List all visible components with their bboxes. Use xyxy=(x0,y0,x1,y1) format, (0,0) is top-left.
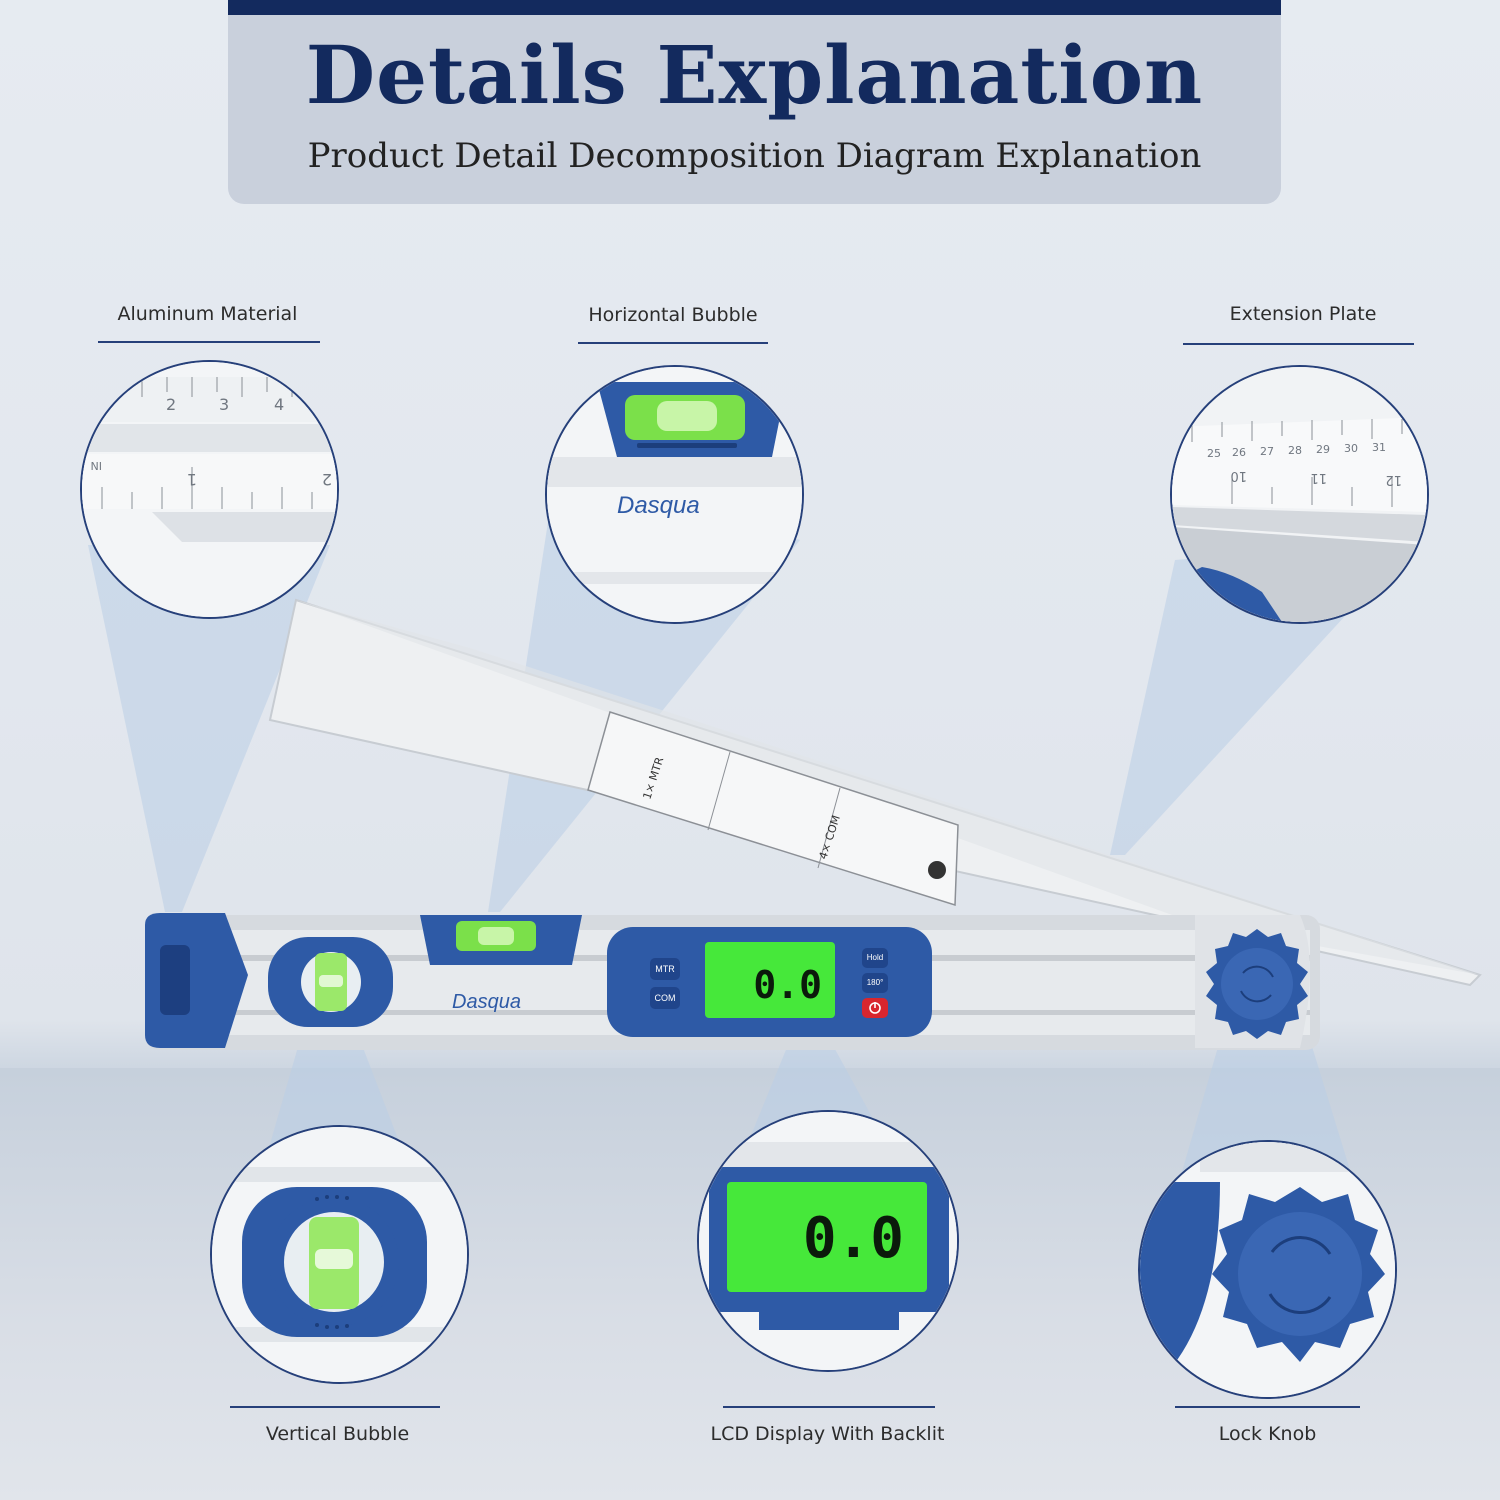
lock-knob[interactable] xyxy=(1198,925,1316,1043)
page-subtitle: Product Detail Decomposition Diagram Exp… xyxy=(307,136,1202,176)
label-extension-plate: Extension Plate xyxy=(1229,303,1377,325)
knob-closeup xyxy=(1140,1142,1395,1397)
underline-aluminum xyxy=(98,341,320,343)
horizontal-bubble-vial xyxy=(420,915,582,965)
lcd-reading-main: 0.0 xyxy=(753,963,822,1007)
ext-ruler-28: 28 xyxy=(1288,444,1302,457)
header-accent-bar xyxy=(228,0,1281,15)
callout-lcd-display: 0.0 xyxy=(697,1110,959,1372)
callout-horizontal-bubble: Dasqua xyxy=(545,365,804,624)
ext-ruler-25: 25 xyxy=(1207,447,1221,460)
ext-ruler-26: 26 xyxy=(1232,446,1246,459)
ext-ruler-30: 30 xyxy=(1344,442,1358,455)
callout-extension-plate: 25 26 27 28 29 30 31 10 11 12 xyxy=(1170,365,1429,624)
callout-vertical-bubble xyxy=(210,1125,469,1384)
vertical-bubble-closeup xyxy=(212,1127,467,1382)
label-horizontal-bubble: Horizontal Bubble xyxy=(588,304,758,326)
underline-vertical-bubble xyxy=(230,1406,440,1408)
ruler-number-1: 1 xyxy=(187,470,197,489)
ruler-number-2: 2 xyxy=(166,395,176,414)
underline-extension-plate xyxy=(1183,343,1414,345)
label-lock-knob: Lock Knob xyxy=(1218,1423,1317,1445)
page-title: Details Explanation xyxy=(305,28,1204,122)
brand-logo-closeup: Dasqua xyxy=(617,492,700,519)
underline-horizontal-bubble xyxy=(578,342,768,344)
ext-ruler-10: 10 xyxy=(1230,468,1247,483)
bubble-closeup: Dasqua xyxy=(547,367,802,622)
underline-lcd xyxy=(723,1406,935,1408)
callout-aluminum-material: 2 3 4 1 2 IN xyxy=(80,360,339,619)
underline-lock-knob xyxy=(1175,1406,1360,1408)
ext-ruler-27: 27 xyxy=(1260,445,1274,458)
label-aluminum-material: Aluminum Material xyxy=(117,303,298,325)
ruler-number-4: 4 xyxy=(274,395,284,414)
label-lcd-display: LCD Display With Backlit xyxy=(710,1423,945,1445)
ruler-number-2b: 2 xyxy=(322,470,332,489)
power-icon xyxy=(869,1002,881,1014)
knob-gear-icon xyxy=(1206,929,1308,1039)
ext-ruler-12: 12 xyxy=(1385,472,1402,487)
lcd-closeup: 0.0 xyxy=(699,1112,957,1370)
ruler-closeup: 2 3 4 1 2 IN xyxy=(82,362,337,617)
callout-lock-knob xyxy=(1138,1140,1397,1399)
label-vertical-bubble: Vertical Bubble xyxy=(265,1423,410,1445)
power-button[interactable] xyxy=(862,998,888,1018)
rotate-180-button[interactable]: 180° xyxy=(862,973,888,993)
vertical-bubble-vial xyxy=(268,937,393,1027)
ruler-number-3: 3 xyxy=(219,395,229,414)
header-banner: Details Explanation Product Detail Decom… xyxy=(228,0,1281,204)
beam-aluminum xyxy=(88,545,330,912)
beam-extension xyxy=(1110,540,1415,855)
extension-closeup: 25 26 27 28 29 30 31 10 11 12 xyxy=(1172,367,1427,622)
ext-ruler-29: 29 xyxy=(1316,443,1330,456)
mtr-button[interactable]: MTR xyxy=(650,958,680,980)
lcd-module: 0.0 xyxy=(607,927,932,1037)
com-button[interactable]: COM xyxy=(650,987,680,1009)
ext-ruler-31: 31 xyxy=(1372,441,1386,454)
hold-button[interactable]: Hold xyxy=(862,948,888,968)
lcd-reading-closeup: 0.0 xyxy=(803,1206,904,1271)
extension-plate: 1× MTR 4× COM xyxy=(268,598,1482,987)
ruler-unit: IN xyxy=(91,459,102,472)
brand-logo-main: Dasqua xyxy=(452,991,521,1013)
ext-ruler-11: 11 xyxy=(1310,470,1327,485)
